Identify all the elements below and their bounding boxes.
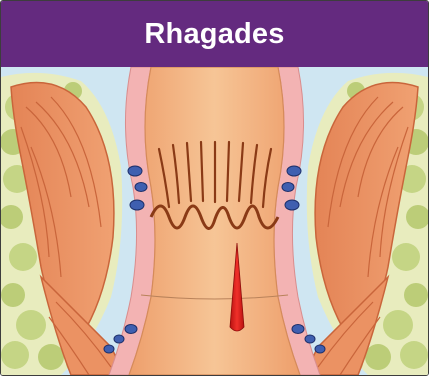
- title-bar: Rhagades: [1, 1, 428, 67]
- anatomy-illustration: [1, 67, 428, 375]
- anal-canal: [129, 67, 300, 375]
- diagram-title: Rhagades: [144, 18, 284, 51]
